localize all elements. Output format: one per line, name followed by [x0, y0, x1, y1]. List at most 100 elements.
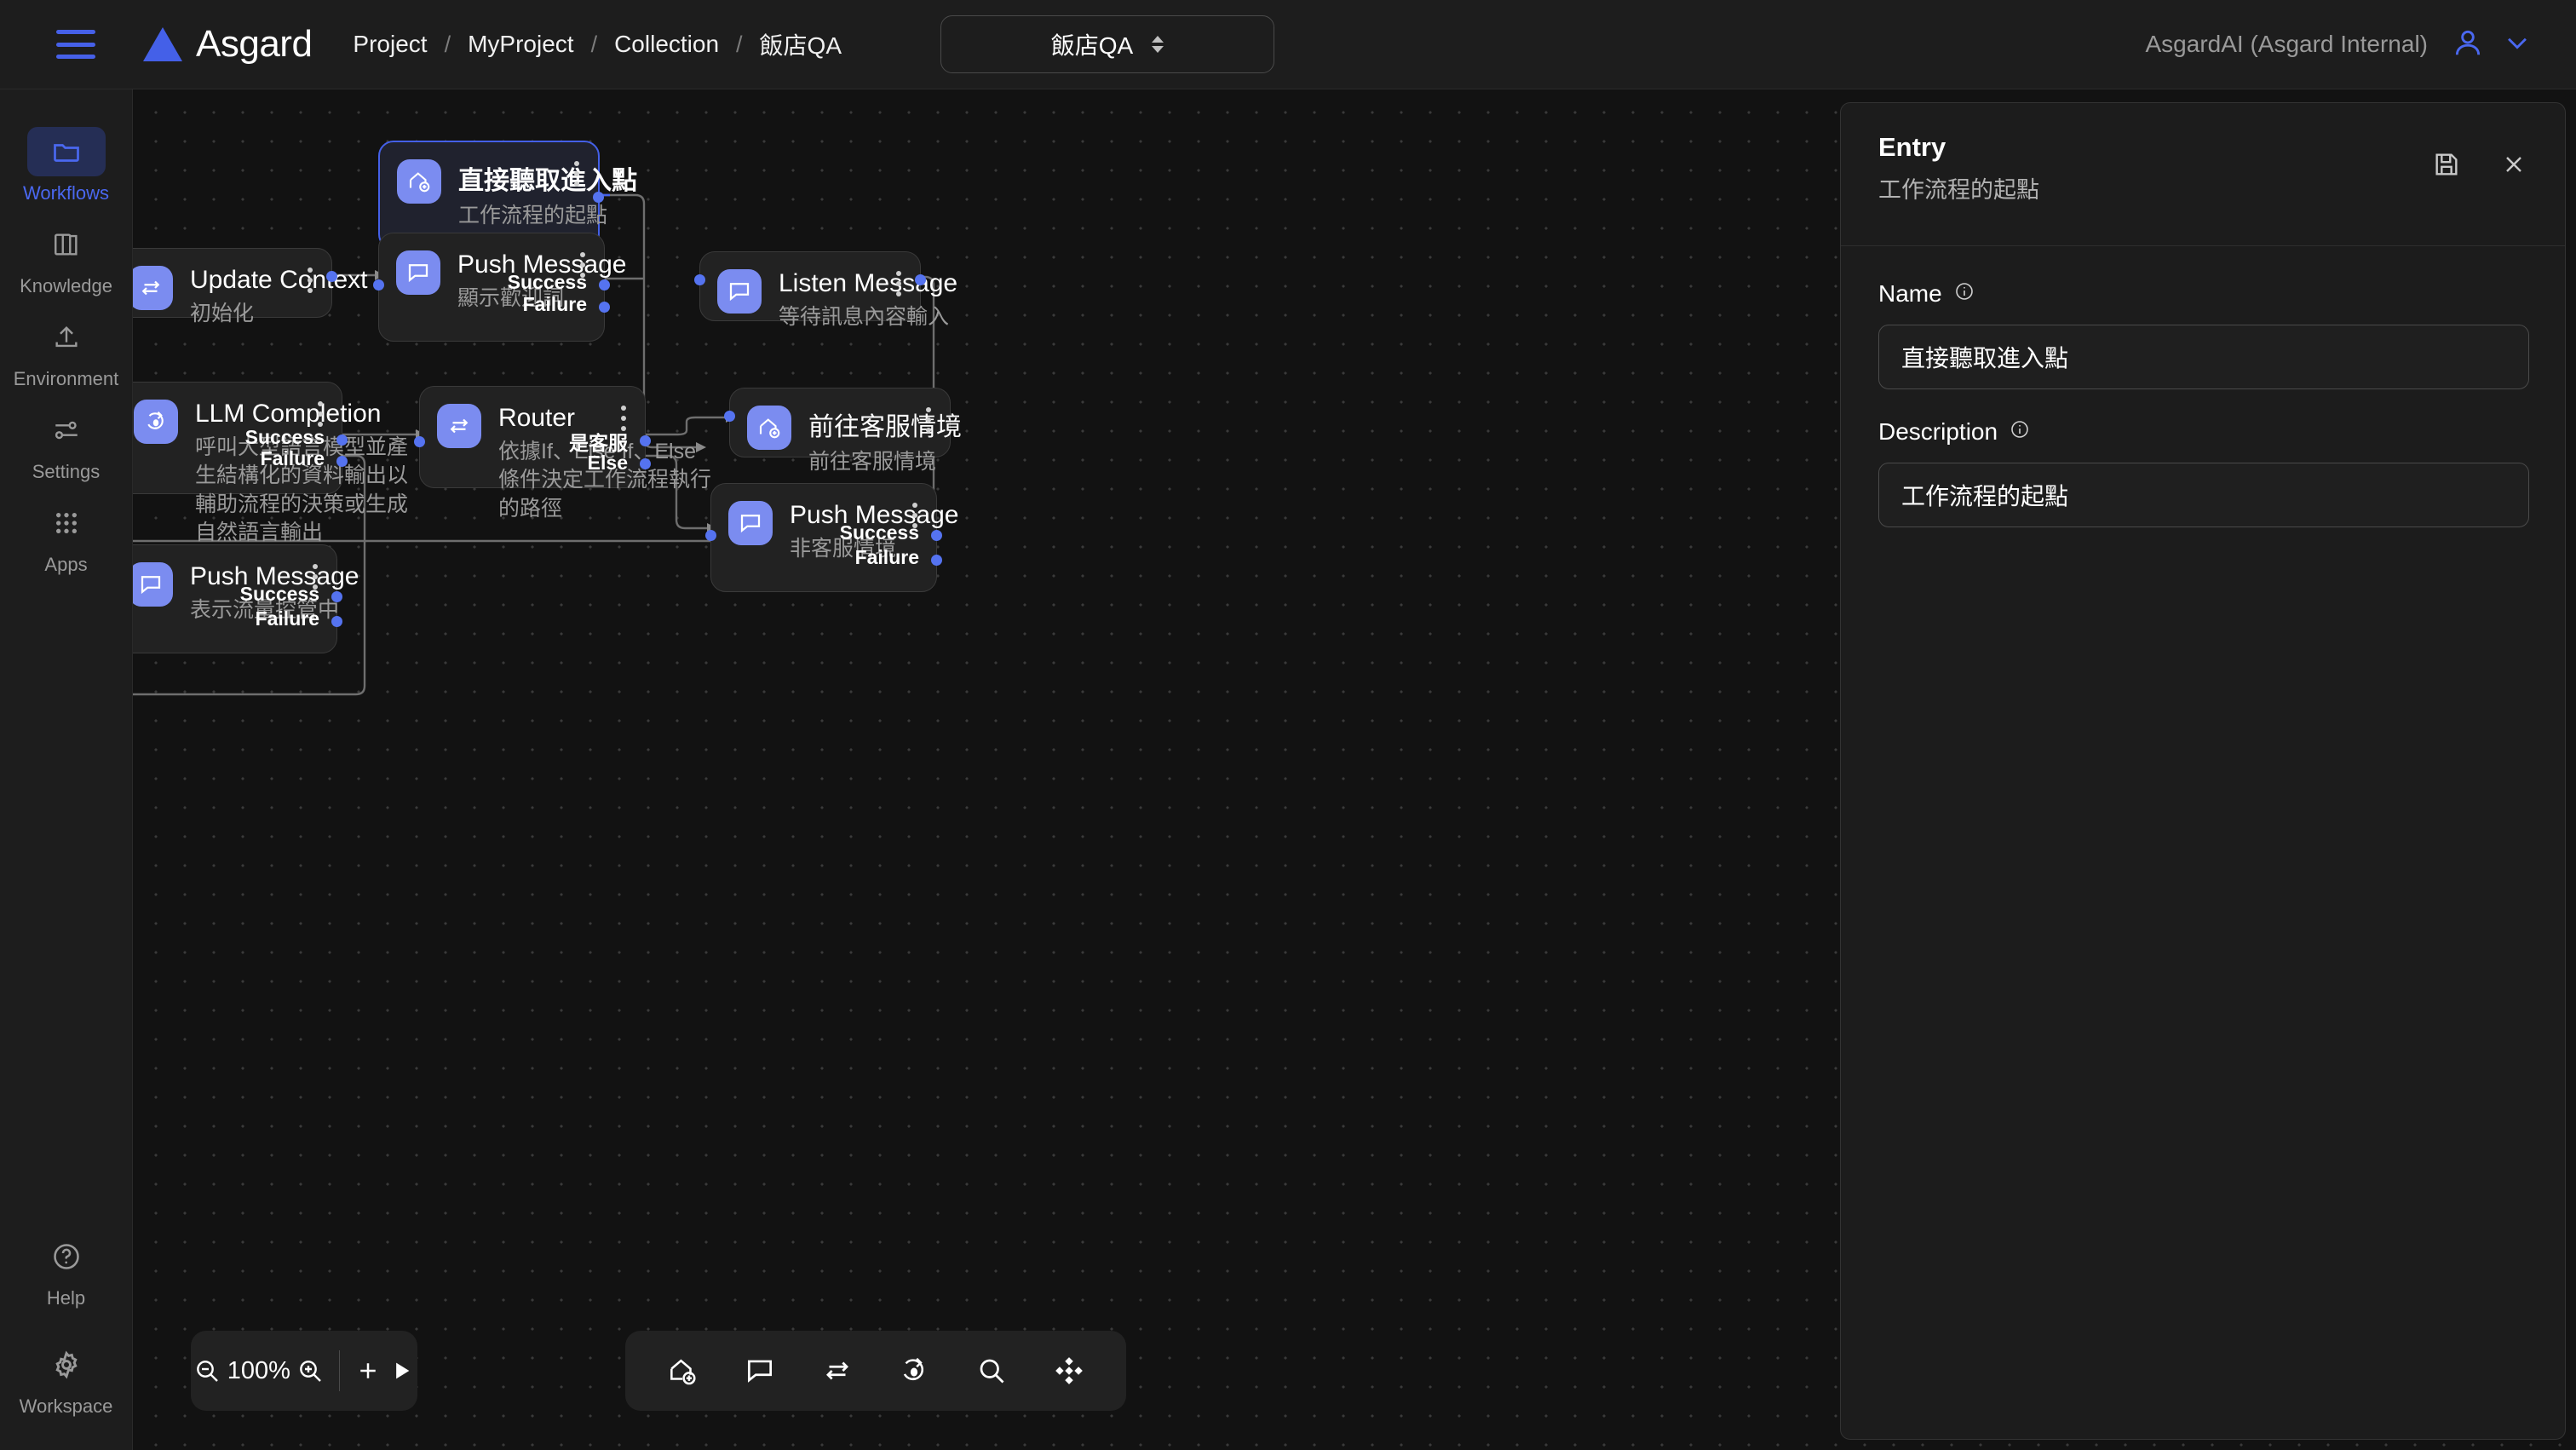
port-dot-input[interactable]	[694, 274, 705, 285]
sidebar-item-workspace[interactable]: Workspace	[12, 1340, 121, 1418]
entry-home-plus-icon[interactable]	[653, 1341, 712, 1401]
hamburger-icon[interactable]	[56, 30, 95, 59]
port-dot-is-support[interactable]	[640, 435, 651, 446]
sidebar-item-workflows[interactable]: Workflows	[12, 127, 121, 204]
field-label-text: Name	[1878, 280, 1942, 307]
port-dot-output[interactable]	[915, 274, 926, 285]
node-menu-icon[interactable]	[896, 271, 901, 296]
upload-icon	[27, 313, 106, 362]
node-title: Push Message	[190, 562, 359, 590]
node-description: 工作流程的起點	[458, 204, 608, 227]
swap-arrows-icon[interactable]	[808, 1341, 867, 1401]
node-push-message-throttle[interactable]: Push Message 表示流量控管中 Success Failure	[133, 544, 359, 653]
breadcrumb-item-collection[interactable]: Collection	[614, 31, 720, 57]
info-icon[interactable]	[2010, 418, 2030, 446]
breadcrumb-item-project[interactable]: Project	[353, 31, 428, 57]
node-update-context[interactable]: Update Context 初始化	[133, 248, 367, 325]
panel-actions	[2432, 150, 2527, 183]
project-select[interactable]: 飯店QA	[940, 15, 1275, 73]
chat-bubble-icon	[717, 269, 762, 314]
description-input[interactable]	[1878, 463, 2529, 527]
node-push-message-welcome[interactable]: Push Message 顯示歡迎詞 Success Failure	[373, 233, 626, 342]
port-dot-success[interactable]	[599, 279, 610, 291]
node-goto-support[interactable]: 前往客服情境 前往客服情境	[724, 388, 962, 474]
port-dot-input[interactable]	[724, 411, 735, 422]
llm-bulb-icon[interactable]	[884, 1341, 944, 1401]
breadcrumb-separator: /	[590, 31, 598, 57]
node-description: 顯示歡迎詞	[457, 286, 565, 310]
divider	[338, 1350, 340, 1391]
node-description: 表示流量控管中	[190, 598, 340, 622]
zoom-out-icon[interactable]	[191, 1331, 224, 1411]
search-icon[interactable]	[962, 1341, 1021, 1401]
sidebar-item-settings[interactable]: Settings	[12, 406, 121, 483]
node-toolbar	[625, 1331, 1126, 1411]
port-label-failure: Failure	[522, 293, 587, 315]
node-menu-icon[interactable]	[308, 268, 313, 293]
node-llm-completion[interactable]: LLM Completion 呼叫大型語言模型並產生結構化的資料輸出以輔助流程的…	[133, 382, 408, 544]
breadcrumb-item-current[interactable]: 飯店QA	[759, 32, 842, 59]
sidebar-bottom: Help Workspace	[12, 1201, 121, 1418]
project-select-value: 飯店QA	[1050, 32, 1134, 59]
node-title: Listen Message	[779, 269, 958, 297]
node-description: 初始化	[190, 302, 255, 325]
nodes-layer: 直接聽取進入點 工作流程的起點 Up	[133, 89, 2576, 1450]
node-menu-icon[interactable]	[574, 161, 579, 187]
close-icon[interactable]	[2500, 151, 2527, 182]
port-dot-input[interactable]	[414, 436, 425, 447]
port-label-success: Success	[239, 583, 319, 605]
port-dot-failure[interactable]	[599, 302, 610, 313]
port-dot-failure[interactable]	[331, 616, 342, 627]
node-menu-icon[interactable]	[318, 401, 323, 427]
breadcrumb-item-myproject[interactable]: MyProject	[468, 31, 574, 57]
port-dot-failure[interactable]	[336, 456, 348, 467]
zoom-in-icon[interactable]	[294, 1331, 327, 1411]
node-menu-icon[interactable]	[621, 406, 626, 431]
port-dot-failure[interactable]	[931, 555, 942, 566]
port-label-success: Success	[244, 426, 325, 448]
node-listen-message[interactable]: Listen Message 等待訊息內容輸入	[694, 251, 957, 329]
move-icon[interactable]	[1039, 1341, 1099, 1401]
port-dot-output[interactable]	[593, 192, 604, 203]
play-icon[interactable]	[384, 1331, 417, 1411]
node-title: Update Context	[190, 266, 368, 294]
swap-arrows-icon	[133, 266, 173, 310]
node-menu-icon[interactable]	[926, 407, 931, 433]
sidebar-label-environment: Environment	[13, 368, 119, 389]
chevron-down-icon[interactable]	[2503, 28, 2532, 61]
port-dot-success[interactable]	[931, 530, 942, 541]
port-dot-success[interactable]	[331, 591, 342, 602]
sidebar-item-knowledge[interactable]: Knowledge	[12, 220, 121, 297]
port-dot-output[interactable]	[326, 271, 337, 282]
port-dot-else[interactable]	[640, 458, 651, 469]
node-menu-icon[interactable]	[580, 252, 585, 278]
port-dot-success[interactable]	[336, 434, 348, 446]
plus-icon[interactable]	[351, 1331, 384, 1411]
node-menu-icon[interactable]	[313, 564, 318, 590]
left-sidebar: Workflows Knowledge Environment	[0, 89, 133, 1450]
sidebar-item-apps[interactable]: Apps	[12, 498, 121, 576]
save-icon[interactable]	[2432, 150, 2461, 183]
brand-name: Asgard	[196, 23, 313, 65]
node-menu-icon[interactable]	[912, 503, 917, 528]
panel-header: Entry 工作流程的起點	[1841, 103, 2565, 246]
sidebar-item-environment[interactable]: Environment	[12, 313, 121, 390]
port-dot-input[interactable]	[705, 530, 716, 541]
node-router[interactable]: Router 依據If、Else If、Else條件決定工作流程執行的路徑 是客…	[414, 386, 711, 521]
header-right: AsgardAI (Asgard Internal)	[2146, 26, 2533, 63]
info-icon[interactable]	[1954, 280, 1975, 308]
user-icon[interactable]	[2452, 26, 2484, 63]
port-label-else: Else	[587, 452, 628, 474]
entry-home-plus-icon	[747, 406, 791, 450]
breadcrumb-separator: /	[444, 31, 451, 57]
sidebar-item-help[interactable]: Help	[12, 1232, 121, 1309]
name-input[interactable]	[1878, 325, 2529, 389]
node-entry[interactable]: 直接聽取進入點 工作流程的起點	[378, 141, 637, 250]
node-title: Push Message	[790, 501, 959, 529]
node-push-message-nonsupport[interactable]: Push Message 非客服情境 Success Failure	[705, 483, 958, 592]
grid-dots-icon	[27, 498, 106, 548]
chat-bubble-icon[interactable]	[730, 1341, 790, 1401]
sidebar-label-knowledge: Knowledge	[20, 275, 112, 296]
port-dot-input[interactable]	[373, 279, 384, 291]
port-label-failure: Failure	[854, 546, 919, 568]
